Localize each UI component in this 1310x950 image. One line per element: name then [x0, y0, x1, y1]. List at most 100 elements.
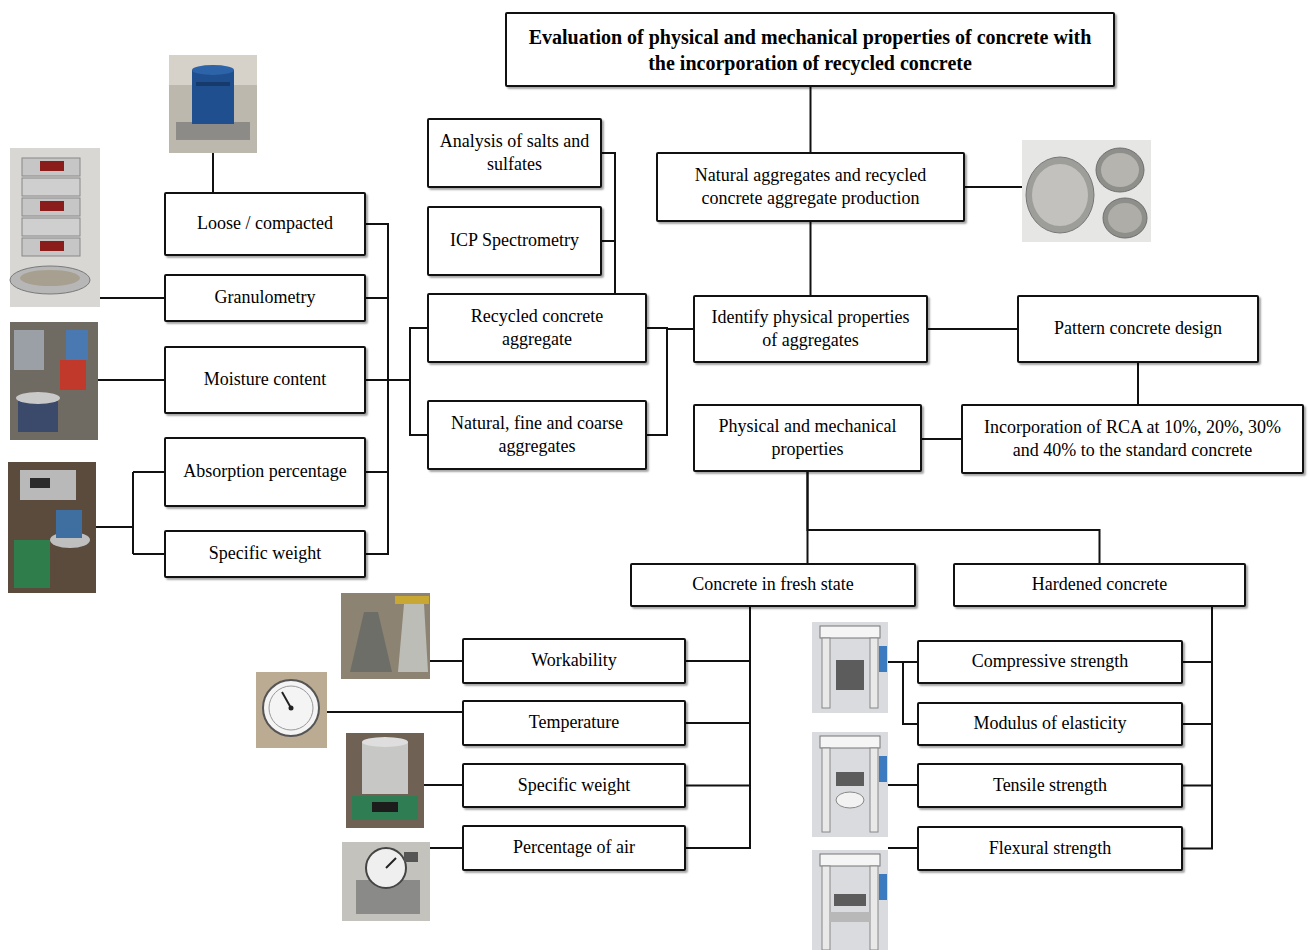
box-label: Physical and mechanical properties [704, 415, 911, 462]
photo-tension-machine [836, 792, 864, 808]
photo-sieves [10, 148, 100, 307]
process-box: Incorporation of RCA at 10%, 20%, 30% an… [961, 404, 1304, 474]
box-label: Tensile strength [993, 774, 1107, 797]
connector-line [808, 472, 1100, 563]
photo-flexure-machine [879, 874, 887, 900]
box-label: Analysis of salts and sulfates [438, 130, 591, 177]
photo-compression-machine [820, 626, 880, 638]
photo-slump-test [341, 593, 430, 679]
photo-aggregates [1032, 164, 1088, 226]
connector-line [810, 87, 812, 152]
box-label: Compressive strength [972, 650, 1128, 673]
photo-aggregates [1103, 198, 1147, 238]
photo-moisture-test [10, 322, 98, 440]
box-label: Temperature [529, 711, 620, 734]
photo-sieves [22, 238, 80, 256]
photo-aggregates [1101, 153, 1139, 187]
leader-lines [888, 847, 917, 849]
process-box: Temperature [462, 700, 686, 746]
process-box: Identify physical properties of aggregat… [693, 295, 928, 363]
photo-unit-weight-scale [362, 737, 408, 747]
photo-slump-test [395, 596, 429, 604]
photo-unit-weight-scale [352, 796, 418, 820]
photo-sieves [20, 270, 80, 286]
photo-flexure-machine [822, 866, 830, 950]
box-label: Natural, fine and coarse aggregates [438, 412, 636, 459]
photo-tension-machine [879, 756, 887, 782]
photo-aggregates [1022, 140, 1151, 242]
connector-line [366, 380, 427, 554]
photo-flexure-machine [870, 866, 878, 950]
connector-line [366, 298, 427, 380]
box-label: Granulometry [215, 286, 316, 309]
box-label: Concrete in fresh state [692, 573, 853, 596]
box-label: ICP Spectrometry [450, 229, 579, 252]
leader-lines [888, 784, 917, 786]
photo-sieves [40, 241, 64, 251]
process-box: Analysis of salts and sulfates [427, 118, 602, 188]
photo-compression-machine [836, 660, 864, 690]
photo-sieves [40, 161, 64, 171]
process-box: Recycled concrete aggregate [427, 293, 647, 363]
process-box: Natural aggregates and recycled concrete… [656, 152, 965, 222]
box-label: Hardened concrete [1032, 573, 1167, 596]
photo-sieves [22, 178, 80, 196]
connector-line [647, 329, 693, 435]
process-box: Compressive strength [917, 640, 1183, 684]
photo-moisture-test [16, 392, 60, 404]
photo-tension-machine [822, 748, 830, 832]
process-box: ICP Spectrometry [427, 206, 602, 276]
photo-thermometer [263, 680, 319, 736]
photo-thermometer [256, 672, 327, 748]
process-box: Natural, fine and coarse aggregates [427, 400, 647, 470]
connector-line [1183, 607, 1212, 849]
leader-lines [327, 711, 462, 713]
box-label: Modulus of elasticity [974, 712, 1127, 735]
photo-sieves [22, 198, 80, 216]
photo-tension-machine [870, 748, 878, 832]
photo-flexure-machine [834, 894, 866, 906]
photo-unit-weight-scale [346, 733, 424, 828]
photo-thermometer [256, 672, 327, 748]
process-box: Concrete in fresh state [630, 563, 916, 607]
photo-unit-weight-scale [346, 733, 424, 828]
connector-line [602, 153, 615, 293]
box-label: Specific weight [518, 774, 630, 797]
photo-compression-machine [812, 622, 888, 713]
photo-balance [30, 478, 50, 488]
title-box: Evaluation of physical and mechanical pr… [505, 12, 1115, 87]
box-label: Absorption percentage [183, 460, 346, 483]
process-box: Percentage of air [462, 825, 686, 871]
process-box: Hardened concrete [953, 563, 1246, 607]
leader-lines [888, 662, 917, 724]
process-box: Loose / compacted [164, 192, 366, 256]
process-box: Absorption percentage [164, 437, 366, 507]
photo-compression-machine [812, 622, 888, 713]
photo-aggregates [1108, 203, 1142, 233]
photo-unit-weight [196, 82, 230, 86]
connector-line [366, 224, 427, 435]
photo-slump-test [341, 593, 430, 679]
process-box: Moisture content [164, 346, 366, 414]
photo-aggregates [1026, 157, 1094, 233]
connector-line [686, 607, 750, 848]
leader-lines [212, 153, 214, 192]
process-box: Workability [462, 638, 686, 684]
photo-unit-weight [176, 122, 250, 140]
leader-lines [430, 660, 462, 662]
photo-unit-weight [192, 65, 234, 75]
photo-aggregates [1022, 140, 1151, 242]
box-label: Identify physical properties of aggregat… [704, 306, 917, 353]
photo-slump-test [398, 604, 428, 672]
connector-line [366, 328, 427, 554]
leader-lines [98, 379, 164, 381]
photo-sieves [22, 218, 80, 236]
box-label: Workability [531, 649, 617, 672]
connector-line [1183, 607, 1212, 724]
leader-lines [96, 472, 164, 554]
connector-line [366, 380, 427, 435]
box-label: Natural aggregates and recycled concrete… [667, 164, 954, 211]
connector-line [1183, 607, 1212, 662]
box-label: Moisture content [204, 368, 326, 391]
connector-line [1137, 363, 1139, 404]
